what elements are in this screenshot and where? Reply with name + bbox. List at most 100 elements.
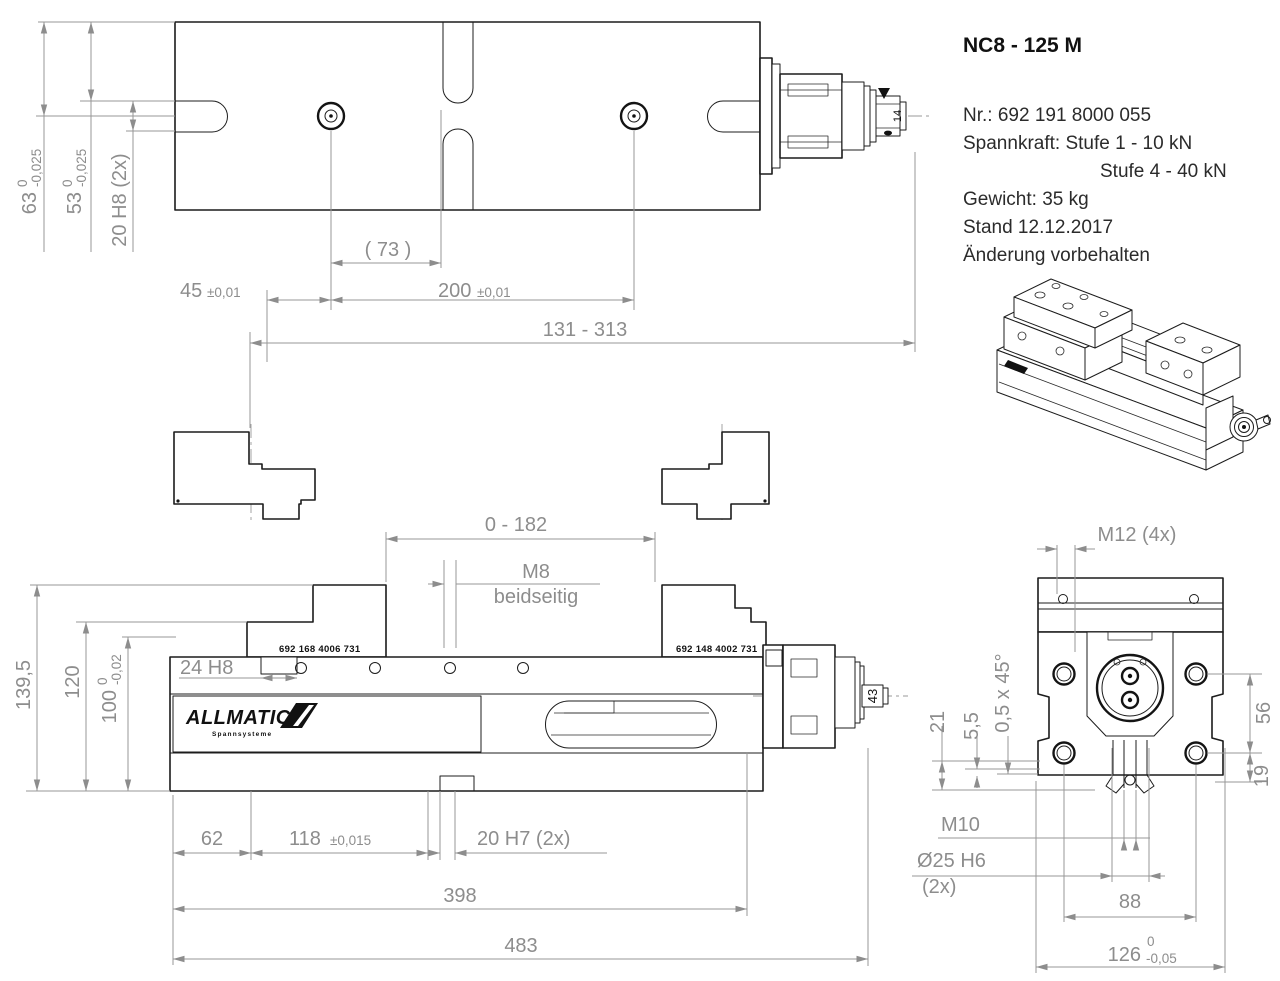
logo-subtext: Spannsysteme	[212, 731, 272, 738]
dim-63-tol-top: 0	[15, 179, 30, 187]
dim-53: 53 0 -0,025	[60, 22, 175, 252]
iso-logo-mark	[1004, 360, 1028, 374]
dim-139-5: 139,5	[13, 584, 313, 792]
dim-120: 120	[62, 621, 247, 791]
dim-88-label: 88	[1119, 891, 1141, 913]
dim-53-tol-top: 0	[60, 179, 75, 187]
dim-62-label: 62	[201, 828, 223, 850]
label-panel	[172, 695, 482, 753]
weight: Gewicht: 35 kg	[963, 189, 1089, 210]
dim-55-label: 5,5	[961, 712, 983, 740]
dim-20h8: 20 H8 (2x)	[109, 101, 175, 252]
part-number: Nr.: 692 191 8000 055	[963, 105, 1151, 126]
dim-131-313: 131 - 313	[249, 152, 916, 428]
dim-120-label: 120	[62, 665, 84, 698]
dim-100: 100 0 -0,02	[95, 636, 176, 791]
change-notice: Änderung vorbehalten	[963, 245, 1150, 266]
side-view: 0 - 182 M8 beidseitig 692 168 4006 731 6…	[13, 514, 908, 966]
dim-56-19: 56 19	[1207, 673, 1275, 787]
top-plate	[1037, 577, 1224, 633]
handle-hole	[884, 130, 892, 136]
hex-size-side-label: 43	[865, 689, 880, 703]
dim-45-tol: ±0,01	[207, 285, 241, 300]
dim-63-tol-bottom: -0,025	[29, 149, 44, 187]
m12-hole	[1058, 594, 1068, 604]
jaw-right-part-number: 692 148 4002 731	[676, 644, 758, 655]
jaw-left-part-number: 692 168 4006 731	[279, 644, 361, 655]
isometric-view	[996, 278, 1271, 471]
jaw-block-right	[661, 431, 770, 520]
dim-139-label: 139,5	[13, 660, 35, 710]
hex-size-label: 14	[892, 110, 904, 122]
top-view: 14 63 0 -0,025 53 0 -0,025	[15, 21, 930, 428]
bushing-hole-right	[619, 101, 649, 131]
dim-19-label: 19	[1251, 765, 1273, 787]
bottom-keyway	[439, 775, 475, 791]
dim-483-label: 483	[504, 935, 537, 957]
dim-73-label: ( 73 )	[365, 239, 412, 261]
dim-73: ( 73 )	[330, 110, 635, 310]
logo-text: ALLMATIC	[185, 707, 291, 729]
dim-24-label: 24 H8	[180, 657, 233, 679]
dim-bottom: 62 118 ±0,015 20 H7 (2x) 398 483	[172, 748, 869, 966]
dim-m12-label: M12 (4x)	[1098, 524, 1177, 546]
dim-53-tol-bottom: -0,025	[74, 149, 89, 187]
dim-118-tol: ±0,015	[330, 833, 371, 848]
bolt-holes	[1052, 662, 1208, 765]
thread-label: M8	[522, 561, 550, 583]
dim-range-label: 131 - 313	[543, 319, 628, 341]
dim-25-label: Ø25 H6	[917, 850, 986, 872]
dim-0-182: 0 - 182	[385, 514, 656, 582]
side-slot-right	[707, 100, 760, 133]
side-slot-opening	[545, 700, 717, 749]
dim-126: 126 0 -0,05	[1035, 748, 1226, 973]
actuator-side: 43	[753, 644, 908, 749]
jaw-mount-hole	[517, 662, 529, 674]
dim-left-small: 21 5,5 0,5 x 45°	[927, 653, 1095, 791]
dim-20h7-label: 20 H7 (2x)	[477, 828, 570, 850]
revision-date: Stand 12.12.2017	[963, 217, 1113, 238]
keyway-slot-bottom	[442, 128, 474, 210]
dim-24h8: 24 H8	[179, 657, 297, 682]
dim-200: 200 ±0,01	[331, 280, 634, 304]
dim-126-tol-top: 0	[1147, 934, 1155, 949]
dim-100-tol-bottom: -0,02	[109, 654, 124, 685]
dim-63: 63 0 -0,025	[15, 21, 175, 252]
dim-25-qty: (2x)	[922, 876, 956, 898]
bushing-hole-left	[316, 101, 346, 131]
dim-m10: M10	[938, 790, 1150, 851]
dim-20h8-label: 20 H8 (2x)	[109, 153, 131, 246]
vise-body-plan	[174, 21, 761, 211]
thread-sub-label: beidseitig	[494, 586, 579, 608]
jaw-mount-hole	[369, 662, 381, 674]
dim-56-label: 56	[1253, 702, 1275, 724]
dim-118-value: 118	[289, 828, 321, 850]
dim-398-label: 398	[443, 885, 476, 907]
dim-45: 45 ±0,01	[180, 280, 331, 362]
dim-126-value: 126	[1108, 944, 1141, 966]
dim-200-tol: ±0,01	[477, 285, 511, 300]
m12-hole	[1189, 594, 1199, 604]
dim-45-value: 45	[180, 280, 202, 302]
dim-200-value: 200	[438, 280, 471, 302]
actuator-plan: 14	[759, 57, 907, 175]
allmatic-logo: ALLMATIC Spannsysteme	[185, 703, 318, 738]
clamping-force-line1: Spannkraft: Stufe 1 - 10 kN	[963, 133, 1192, 154]
dim-21-label: 21	[927, 711, 949, 733]
side-slot-left	[175, 100, 228, 133]
reversible-jaws	[173, 424, 770, 521]
end-view: M12 (4x) 56 19	[912, 524, 1275, 973]
clamping-force-line2: Stufe 4 - 40 kN	[1100, 161, 1227, 182]
jaw-mount-hole	[444, 662, 456, 674]
jaw-mount-hole	[295, 662, 307, 674]
dim-100-value: 100	[99, 690, 121, 723]
spindle-block	[1086, 631, 1174, 737]
dim-53-value: 53	[64, 192, 86, 214]
hex-size-arrow	[878, 88, 890, 99]
dim-88: 88	[1063, 765, 1197, 922]
dim-63-value: 63	[19, 192, 41, 214]
jaw-block-left	[173, 431, 316, 520]
dim-25h6: Ø25 H6 (2x)	[912, 748, 1165, 898]
